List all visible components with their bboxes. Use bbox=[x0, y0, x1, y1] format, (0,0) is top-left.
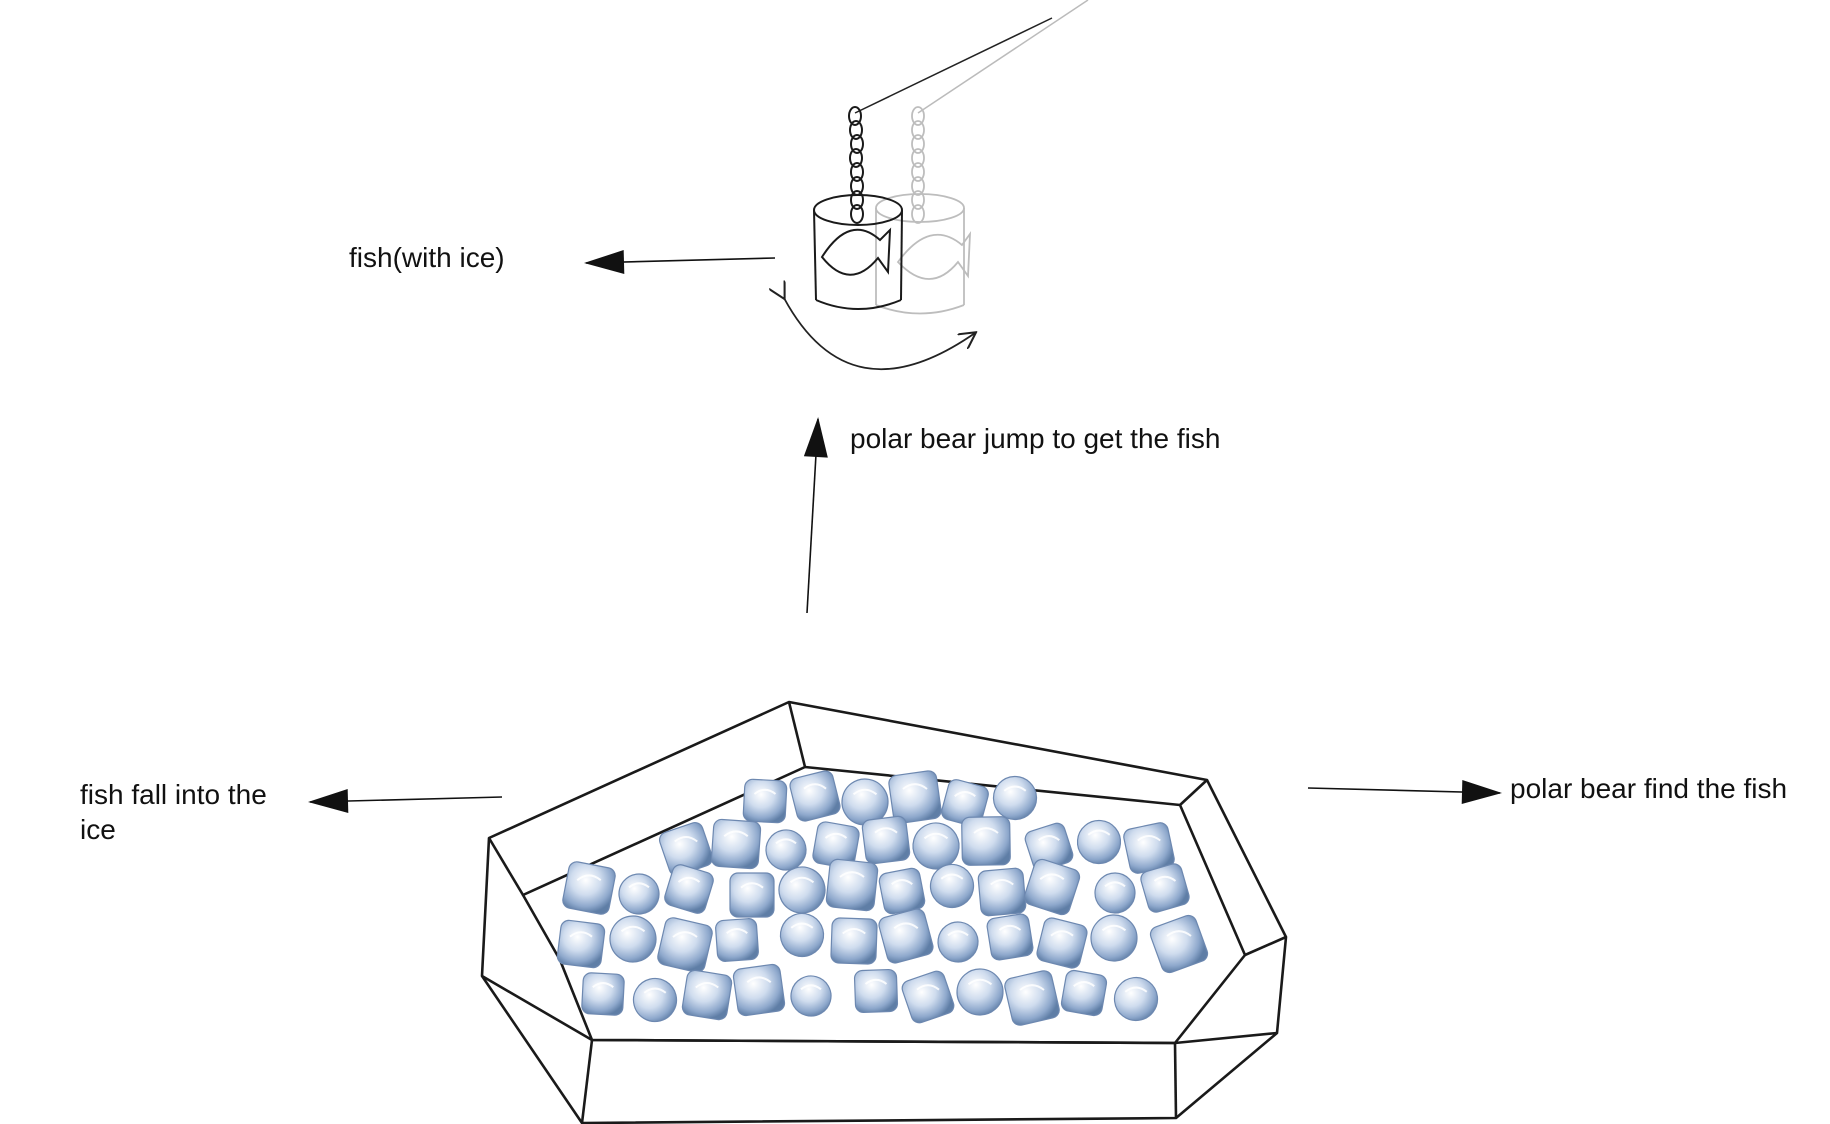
ice-cube-icon bbox=[956, 968, 1004, 1016]
chain-icon bbox=[848, 106, 864, 224]
ice-cube-icon bbox=[681, 969, 733, 1021]
fishing-line bbox=[854, 0, 1089, 114]
swing-arrow bbox=[784, 298, 975, 371]
ice-cube-icon bbox=[878, 867, 926, 915]
ice-cube-icon bbox=[986, 913, 1034, 961]
ice-cube-icon bbox=[961, 816, 1011, 866]
ice-cube-icon bbox=[901, 970, 955, 1024]
ice-cube-icon bbox=[1123, 822, 1175, 874]
ice-cube-icon bbox=[1060, 969, 1108, 1017]
ice-cube-icon bbox=[732, 963, 786, 1017]
ice-cube-icon bbox=[1004, 970, 1060, 1026]
arrow-to-fish-with-ice bbox=[584, 249, 776, 274]
ice-cube-icon bbox=[841, 778, 889, 826]
ice-cube-icon bbox=[729, 872, 775, 918]
ice-cube-icon bbox=[941, 779, 989, 827]
arrow-find bbox=[1307, 780, 1502, 805]
ice-cube-icon bbox=[825, 858, 879, 912]
arrow-jump bbox=[803, 417, 828, 614]
ice-cube-icon bbox=[618, 873, 660, 915]
ice-cube-icon bbox=[937, 921, 979, 963]
ice-cube-icon bbox=[562, 861, 616, 915]
ice-cube-icon bbox=[1090, 914, 1138, 962]
ice-cube-icon bbox=[556, 919, 606, 969]
ice-cube-icon bbox=[1023, 858, 1081, 916]
ice-cube-icon bbox=[1076, 819, 1122, 865]
label-polar-bear-find: polar bear find the fish bbox=[1510, 773, 1788, 804]
ice-cube-icon bbox=[1094, 872, 1136, 914]
ice-cube-icon bbox=[657, 917, 713, 973]
ghost-ice-cylinder bbox=[875, 106, 972, 315]
ice-cube-icon bbox=[779, 912, 825, 958]
ice-cube-icon bbox=[1149, 914, 1209, 974]
ice-cube-icon bbox=[1036, 917, 1088, 969]
ice-cube-icon bbox=[861, 815, 911, 865]
label-polar-bear-jump: polar bear jump to get the fish bbox=[850, 423, 1221, 454]
ice-cube-icon bbox=[888, 770, 942, 824]
ghost-chain-icon bbox=[911, 106, 925, 224]
ice-cube-icon bbox=[1140, 863, 1190, 913]
ice-cube-icon bbox=[742, 778, 788, 824]
ice-cube-icon bbox=[853, 968, 899, 1014]
label-fish-with-ice: fish(with ice) bbox=[349, 242, 505, 273]
ice-cube-icon bbox=[632, 977, 678, 1023]
ice-cube-icon bbox=[789, 770, 841, 822]
ice-cube-icon bbox=[912, 822, 960, 870]
ice-cube-icon bbox=[878, 908, 934, 964]
ice-cube-icon bbox=[664, 864, 714, 914]
ice-cube-icon bbox=[790, 975, 832, 1017]
ice-cube-icon bbox=[929, 863, 975, 909]
ice-cube-icon bbox=[715, 918, 759, 962]
ice-cube-icon bbox=[710, 818, 762, 870]
ghost-fish-icon bbox=[896, 231, 972, 280]
ice-cube-icon bbox=[992, 775, 1038, 821]
ice-cylinder bbox=[813, 106, 903, 310]
ice-cube-icon bbox=[830, 917, 878, 965]
ice-cube-icon bbox=[609, 915, 657, 963]
ice-cube-icon bbox=[778, 866, 826, 914]
ice-cube-icon bbox=[1113, 976, 1159, 1022]
ice-cube-icon bbox=[581, 972, 625, 1016]
ice-cubes bbox=[556, 770, 1209, 1026]
arrow-fall bbox=[308, 789, 503, 814]
fish-icon bbox=[820, 227, 892, 276]
ice-cube-icon bbox=[977, 867, 1027, 917]
label-fish-fall: fish fall into the ice bbox=[80, 779, 267, 845]
